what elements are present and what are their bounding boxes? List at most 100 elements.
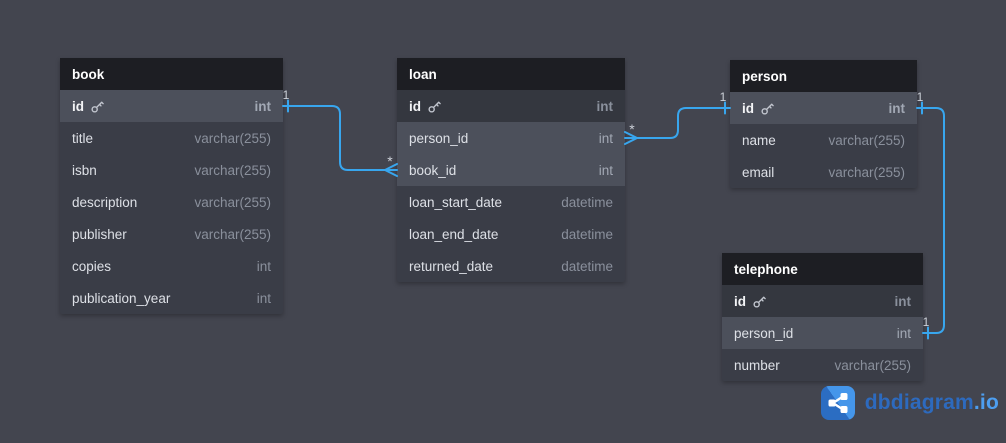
table-header-book[interactable]: book — [60, 58, 283, 90]
field-name-text: id — [72, 98, 84, 114]
table-title: loan — [409, 66, 437, 82]
field-row-book-copies[interactable]: copies int — [60, 250, 283, 282]
field-name-text: title — [72, 130, 94, 146]
field-name: description — [72, 195, 137, 210]
dbdiagram-logo-icon — [820, 386, 855, 420]
field-type: int — [254, 98, 272, 114]
field-name-text: id — [409, 98, 421, 114]
field-row-loan-book_id[interactable]: book_id int — [397, 154, 625, 186]
table-person[interactable]: person id int name varchar(255) email varchar(… — [730, 60, 917, 188]
field-type: int — [896, 325, 911, 341]
logo-text-main: dbdiagram — [864, 391, 974, 414]
field-row-book-publication_year[interactable]: publication_year int — [60, 282, 283, 314]
field-name: person_id — [734, 326, 793, 341]
dbdiagram-logo-text: dbdiagram.io — [865, 391, 999, 415]
field-name: id — [734, 294, 767, 309]
primary-key-icon — [91, 101, 104, 113]
field-row-loan-loan_end_date[interactable]: loan_end_date datetime — [397, 218, 625, 250]
field-type: int — [894, 293, 912, 309]
field-name-text: isbn — [72, 162, 97, 178]
field-type: int — [888, 100, 906, 116]
field-row-telephone-id[interactable]: id int — [722, 285, 923, 317]
table-title: telephone — [734, 261, 798, 277]
logo-text-suffix: .io — [973, 391, 999, 414]
cardinality-label: 1 — [923, 315, 930, 329]
field-name: number — [734, 358, 780, 373]
field-name-text: name — [742, 132, 776, 148]
field-row-person-name[interactable]: name varchar(255) — [730, 124, 917, 156]
field-type: varchar(255) — [194, 194, 271, 210]
field-name: book_id — [409, 163, 456, 178]
field-name-text: book_id — [409, 162, 457, 178]
field-name-text: loan_start_date — [409, 194, 503, 210]
field-row-person-id[interactable]: id int — [730, 92, 917, 124]
table-header-telephone[interactable]: telephone — [722, 253, 923, 285]
field-name-text: person_id — [734, 325, 794, 341]
field-name: id — [409, 99, 442, 114]
cardinality-label: 1 — [283, 88, 290, 102]
field-name: returned_date — [409, 259, 493, 274]
field-row-loan-id[interactable]: id int — [397, 90, 625, 122]
field-name: email — [742, 165, 774, 180]
field-row-telephone-number[interactable]: number varchar(255) — [722, 349, 923, 381]
field-name: person_id — [409, 131, 468, 146]
field-row-loan-loan_start_date[interactable]: loan_start_date datetime — [397, 186, 625, 218]
field-row-book-isbn[interactable]: isbn varchar(255) — [60, 154, 283, 186]
field-row-loan-returned_date[interactable]: returned_date datetime — [397, 250, 625, 282]
table-telephone[interactable]: telephone id int person_id int number varchar(… — [722, 253, 923, 381]
field-row-book-description[interactable]: description varchar(255) — [60, 186, 283, 218]
relationship-fk-loan-person_id-person-id[interactable]: *1 — [624, 90, 731, 145]
field-name-text: person_id — [409, 130, 469, 146]
cardinality-label: 1 — [917, 90, 924, 104]
field-type: varchar(255) — [828, 132, 905, 148]
relationship-fk-loan-book_id-book-id[interactable]: 1* — [282, 88, 398, 177]
field-name: copies — [72, 259, 111, 274]
field-name-text: id — [742, 100, 754, 116]
table-title: person — [742, 68, 788, 84]
cardinality-label: * — [629, 121, 635, 137]
field-type: int — [596, 98, 614, 114]
field-name: loan_end_date — [409, 227, 498, 242]
table-header-person[interactable]: person — [730, 60, 917, 92]
dbdiagram-logo[interactable]: dbdiagram.io — [820, 386, 999, 420]
field-row-book-title[interactable]: title varchar(255) — [60, 122, 283, 154]
field-type: varchar(255) — [828, 164, 905, 180]
field-name: isbn — [72, 163, 97, 178]
field-type: int — [256, 258, 271, 274]
cardinality-label: * — [387, 153, 393, 169]
field-type: varchar(255) — [194, 162, 271, 178]
field-row-person-email[interactable]: email varchar(255) — [730, 156, 917, 188]
field-type: int — [256, 290, 271, 306]
field-name-text: description — [72, 194, 138, 210]
field-type: int — [598, 162, 613, 178]
table-title: book — [72, 66, 105, 82]
field-name-text: number — [734, 357, 780, 373]
field-row-loan-person_id[interactable]: person_id int — [397, 122, 625, 154]
field-row-book-publisher[interactable]: publisher varchar(255) — [60, 218, 283, 250]
field-type: varchar(255) — [834, 357, 911, 373]
primary-key-icon — [753, 296, 766, 308]
field-name: publisher — [72, 227, 127, 242]
field-name-text: publisher — [72, 226, 127, 242]
field-type: datetime — [561, 258, 613, 274]
table-header-loan[interactable]: loan — [397, 58, 625, 90]
field-name: loan_start_date — [409, 195, 502, 210]
field-name: id — [742, 101, 775, 116]
primary-key-icon — [428, 101, 441, 113]
field-row-book-id[interactable]: id int — [60, 90, 283, 122]
primary-key-icon — [761, 103, 774, 115]
field-name: id — [72, 99, 105, 114]
field-name-text: copies — [72, 258, 112, 274]
field-name-text: publication_year — [72, 290, 171, 306]
field-row-telephone-person_id[interactable]: person_id int — [722, 317, 923, 349]
field-type: varchar(255) — [194, 130, 271, 146]
field-name-text: loan_end_date — [409, 226, 499, 242]
field-type: datetime — [561, 194, 613, 210]
table-book[interactable]: book id int title varchar(255) isbn varchar(25… — [60, 58, 283, 314]
field-type: varchar(255) — [194, 226, 271, 242]
field-type: datetime — [561, 226, 613, 242]
field-type: int — [598, 130, 613, 146]
field-name: title — [72, 131, 93, 146]
